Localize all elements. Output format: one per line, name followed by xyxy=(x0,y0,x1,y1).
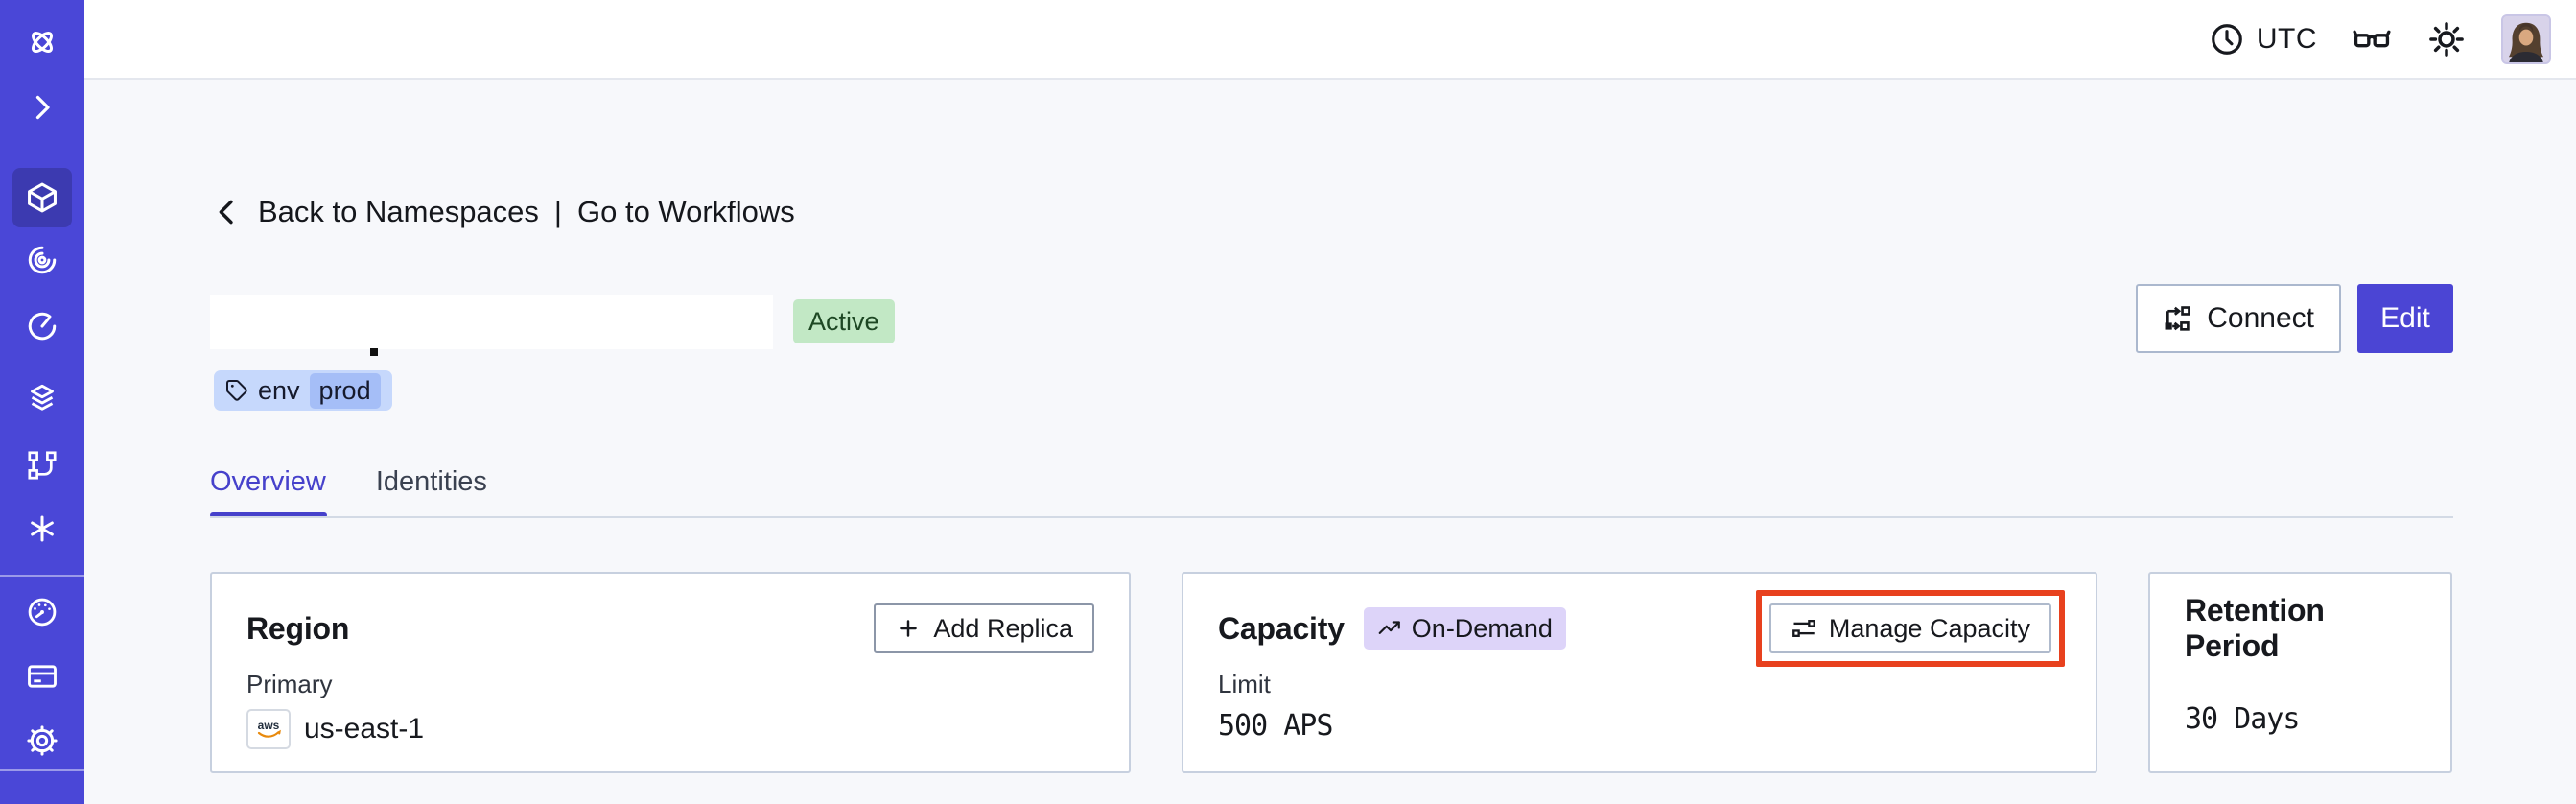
region-card: Region Add Replica Primary aws xyxy=(210,572,1131,773)
retention-card-header: Retention Period xyxy=(2185,593,2416,663)
theme-toggle-button[interactable] xyxy=(2426,19,2467,59)
capacity-value: 500 APS xyxy=(1218,709,1333,743)
edit-button-label: Edit xyxy=(2380,302,2430,334)
tag-value: prod xyxy=(309,372,381,409)
trending-up-icon xyxy=(1378,621,1400,634)
sidebar-expand-button[interactable] xyxy=(0,86,84,129)
namespace-tag-chip[interactable]: env prod xyxy=(214,370,392,411)
ondemand-badge: On-Demand xyxy=(1363,607,1566,650)
breadcrumb-back-link[interactable]: Back to Namespaces xyxy=(258,195,539,228)
capacity-card-title: Capacity xyxy=(1218,610,1345,646)
deployments-branch-icon xyxy=(28,451,57,480)
user-avatar[interactable] xyxy=(2501,13,2551,64)
breadcrumb: Back to Namespaces | Go to Workflows xyxy=(210,195,795,229)
aws-logo: aws xyxy=(258,719,281,738)
add-replica-button[interactable]: Add Replica xyxy=(874,603,1094,653)
chevron-right-icon xyxy=(35,95,50,120)
tab-overview[interactable]: Overview xyxy=(210,466,326,497)
manage-capacity-highlight-box: Manage Capacity xyxy=(1755,590,2065,667)
edit-button[interactable]: Edit xyxy=(2357,284,2453,353)
manage-capacity-label: Manage Capacity xyxy=(1828,613,2030,643)
retention-value: 30 Days xyxy=(2185,702,2300,736)
support-circle-icon xyxy=(25,796,59,804)
retention-card: Retention Period 30 Days xyxy=(2148,572,2452,773)
manage-capacity-button[interactable]: Manage Capacity xyxy=(1768,603,2051,653)
region-value-row: aws us-east-1 xyxy=(246,709,1094,749)
sidebar-item-settings[interactable] xyxy=(0,720,84,762)
connect-button[interactable]: Connect xyxy=(2136,284,2341,353)
sidebar-divider xyxy=(0,575,84,577)
sidebar-item-workflows[interactable] xyxy=(0,239,84,281)
data-encoder-button[interactable] xyxy=(2352,19,2392,59)
overview-cards: Region Add Replica Primary aws xyxy=(210,572,2452,773)
region-card-title: Region xyxy=(246,610,350,646)
tab-bar: Overview Identities xyxy=(210,466,487,519)
usage-gauge-icon xyxy=(28,598,57,627)
breadcrumb-separator: | xyxy=(553,195,562,228)
region-card-header: Region Add Replica xyxy=(246,601,1094,656)
connect-flow-icon xyxy=(2165,306,2191,331)
namespaces-cube-icon xyxy=(28,182,57,213)
add-replica-label: Add Replica xyxy=(933,613,1073,643)
redacted-namespace-name xyxy=(210,295,773,349)
sidebar-item-home[interactable] xyxy=(0,21,84,63)
connect-button-label: Connect xyxy=(2207,302,2314,334)
tag-icon xyxy=(226,380,247,401)
svg-text:aws: aws xyxy=(258,719,280,732)
sliders-icon xyxy=(1791,620,1815,637)
status-badge: Active xyxy=(793,299,895,343)
plus-icon xyxy=(900,620,918,637)
aws-provider-icon: aws xyxy=(246,709,291,749)
breadcrumb-workflows-link[interactable]: Go to Workflows xyxy=(576,195,795,228)
sidebar-item-batch-operations[interactable] xyxy=(0,508,84,550)
sidebar-item-namespaces[interactable] xyxy=(12,168,72,227)
workflows-spiral-icon xyxy=(28,246,57,274)
capacity-card-header: Capacity On-Demand xyxy=(1218,590,2065,667)
billing-card-icon xyxy=(28,665,57,688)
settings-gear-icon xyxy=(27,725,58,756)
sun-icon xyxy=(2429,21,2464,57)
sidebar-item-support[interactable] xyxy=(0,792,84,804)
sidebar-item-deployments[interactable] xyxy=(0,444,84,486)
back-chevron-icon[interactable] xyxy=(210,196,243,228)
timezone-button[interactable]: UTC xyxy=(2209,21,2317,58)
active-tab-indicator xyxy=(210,512,327,518)
redaction-artifact-dot xyxy=(370,348,378,356)
timezone-label: UTC xyxy=(2256,22,2317,55)
temporal-logo-icon xyxy=(32,32,53,53)
sidebar-item-usage[interactable] xyxy=(0,591,84,633)
sidebar-item-nexus[interactable] xyxy=(0,376,84,418)
sidebar-item-schedules[interactable] xyxy=(0,305,84,347)
region-row-label: Primary xyxy=(246,670,333,698)
schedules-timer-icon xyxy=(28,312,57,341)
sidebar-item-billing[interactable] xyxy=(0,655,84,698)
capacity-row-label: Limit xyxy=(1218,670,1271,698)
sidebar xyxy=(0,0,84,804)
clock-icon xyxy=(2212,23,2242,55)
top-bar: UTC xyxy=(84,0,2576,80)
namespace-actions: Connect Edit xyxy=(2136,284,2453,353)
sidebar-divider xyxy=(0,769,84,771)
top-bar-controls: UTC xyxy=(2209,0,2551,78)
nexus-layers-icon xyxy=(31,384,54,411)
ondemand-badge-label: On-Demand xyxy=(1411,613,1553,643)
capacity-card: Capacity On-Demand xyxy=(1182,572,2097,773)
tab-identities[interactable]: Identities xyxy=(375,466,487,497)
region-value: us-east-1 xyxy=(304,713,425,745)
avatar-image xyxy=(2503,15,2549,62)
asterisk-icon xyxy=(31,515,54,542)
glasses-icon xyxy=(2353,30,2391,47)
tag-key: env xyxy=(258,375,300,405)
tab-divider-line xyxy=(210,516,2453,518)
retention-card-title: Retention Period xyxy=(2185,593,2325,663)
